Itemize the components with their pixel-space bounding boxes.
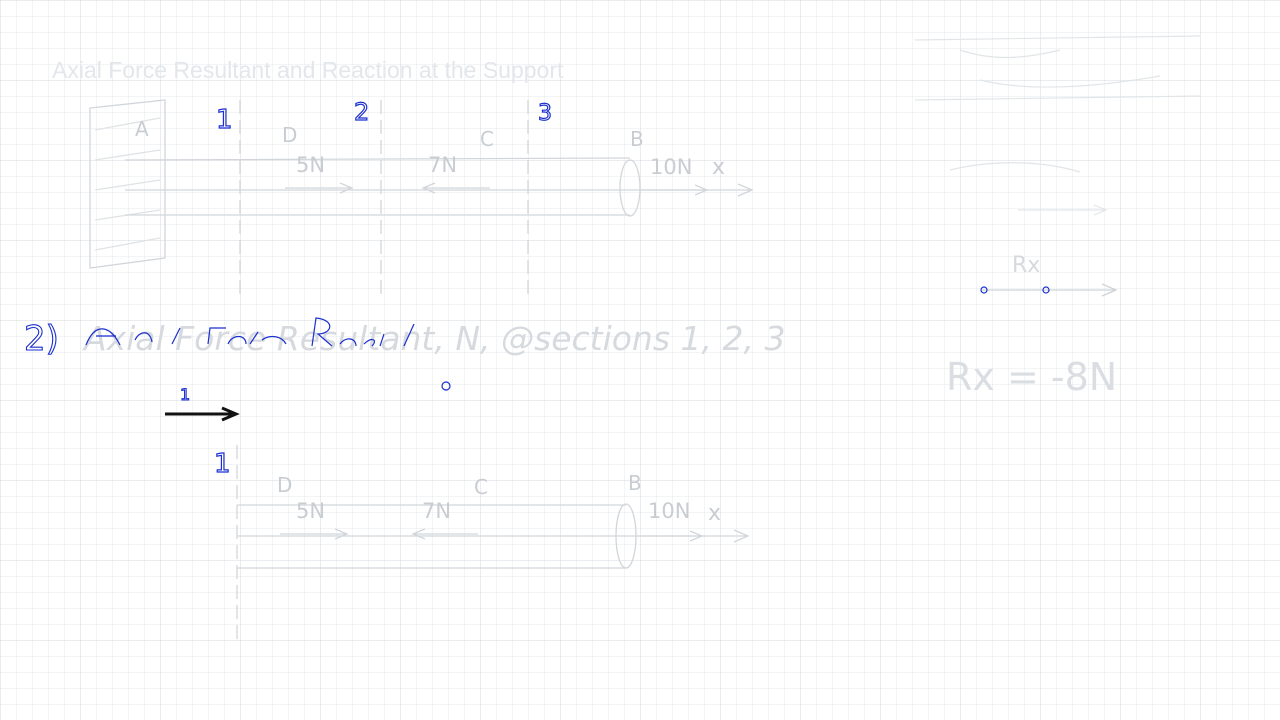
reaction-sketch-mid [949,162,1108,216]
top-bar-diagram [89,99,754,300]
reaction-arrow-dot-left [980,286,988,294]
top-force-arrow-c [421,182,490,194]
ink-dot [441,381,451,391]
reaction-result: Rx = -8N [946,355,1117,399]
slide-title: Axial Force Resultant and Reaction at th… [52,57,564,83]
bottom-force-arrow-c [411,528,478,540]
section-number-3: 3 [538,101,552,126]
wall-hatching [94,117,161,251]
force-10n-bottom: 10N [648,499,690,523]
heading-ink-accent [85,317,415,347]
section-number-1: 1 [216,105,233,135]
force-7n-bottom: 7N [422,499,451,523]
section-number-2: 2 [354,98,369,126]
label-c-top: C [480,127,494,151]
reaction-sketch-top [914,35,1201,101]
bottom-bar-outline [237,504,626,569]
axis-x-bottom: x [708,501,721,526]
label-a: A [135,117,149,141]
bottom-section-number-1: 1 [214,449,231,479]
reaction-arrow-dot-right [1042,286,1050,294]
label-b-top: B [630,127,644,151]
force-5n-bottom: 5N [296,499,325,523]
label-d-bottom: D [277,473,292,497]
top-force-arrow-d [285,182,354,194]
step-heading: Axial Force Resultant, N, @sections 1, 2… [82,319,785,358]
axis-x-top: x [712,155,725,180]
internal-force-arrow: 1 1 [165,384,240,480]
top-force-arrow-b [640,184,709,196]
reaction-panel [914,35,1201,216]
force-10n-top: 10N [650,155,692,179]
bottom-force-arrow-b [636,530,704,542]
label-d-top: D [282,123,297,147]
bottom-force-arrow-d [280,528,349,540]
wall-support [89,99,166,269]
top-bar-outline [124,157,631,216]
label-b-bottom: B [628,471,642,495]
internal-force-label: 1 [180,385,190,404]
reaction-label: Rx [1012,253,1040,278]
bottom-bar-diagram [236,445,750,640]
top-bar-end [619,159,641,217]
reaction-arrow [982,283,1118,297]
internal-force-arrow-shaft [165,406,240,422]
step-number: 2) [24,319,59,359]
label-c-bottom: C [474,475,488,499]
force-7n-top: 7N [428,153,457,177]
force-5n-top: 5N [296,153,325,177]
